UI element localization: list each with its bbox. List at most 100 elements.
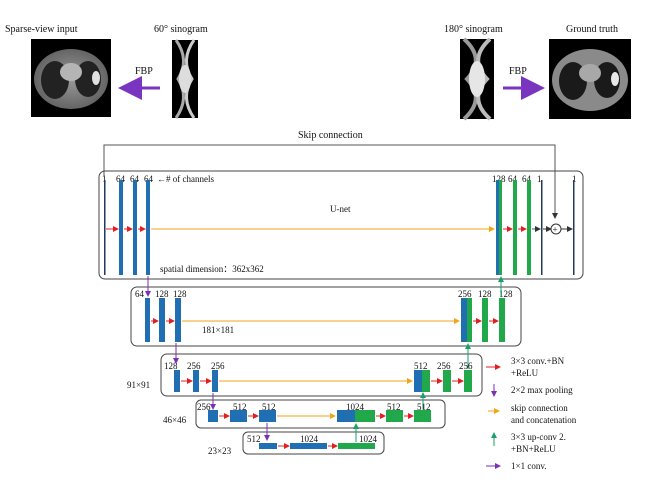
l3-block-1 xyxy=(174,370,180,392)
legend-conv-line2: +ReLU xyxy=(511,368,539,378)
l4-ch-1: 512 xyxy=(233,402,247,412)
l4-ch-0: 256 xyxy=(197,402,211,412)
l5-block-2 xyxy=(290,443,327,449)
l1-ch-3: 64 xyxy=(144,174,154,184)
l2-block-3 xyxy=(175,298,181,342)
l3-rch-0: 512 xyxy=(414,361,428,371)
legend-pool: 2×2 max pooling xyxy=(491,384,573,397)
channels-note: ←# of channels xyxy=(157,174,214,184)
l1-block-2 xyxy=(133,180,137,275)
level-5-frame xyxy=(242,431,385,455)
sino180-image xyxy=(460,37,494,121)
level-1-frame xyxy=(98,170,584,280)
sino60-panel: 60° sinogram xyxy=(154,24,208,119)
l2-rch-2: 128 xyxy=(499,289,513,299)
l4-up-block-green xyxy=(355,410,375,422)
l5-dimension: 23×23 xyxy=(208,446,232,456)
sino180-label: 180° sinogram xyxy=(444,24,503,35)
ground-truth-label: Ground truth xyxy=(566,24,618,35)
legend-upconv: 3×3 up-conv 2. +BN+ReLU xyxy=(491,432,566,454)
l1-up-block-green xyxy=(499,180,502,275)
l1-output-block xyxy=(541,180,543,275)
l3-ch-0: 128 xyxy=(164,361,178,371)
sparse-view-ct-image xyxy=(31,39,111,117)
l3-up-block-blue xyxy=(414,370,422,392)
fbp-left-label: FBP xyxy=(135,66,153,77)
l2-dimension: 181×181 xyxy=(202,325,234,335)
fbp-right: FBP xyxy=(503,66,545,100)
l2-up-block-green xyxy=(467,298,472,342)
l5-ch-0: 512 xyxy=(247,434,261,444)
l4-rch-0: 1024 xyxy=(346,402,365,412)
level-2: 64 128 128 181×181 256 128 128 xyxy=(130,276,522,347)
legend-1x1-text: 1×1 conv. xyxy=(511,461,547,471)
level-1: 1 64 64 64 ←# of channels U-net spatial … xyxy=(98,170,584,280)
skip-connection-label: Skip connection xyxy=(298,130,363,141)
l1-dec-block-1 xyxy=(513,180,517,275)
l4-block-3 xyxy=(259,410,276,422)
l4-ch-2: 512 xyxy=(262,402,276,412)
sparse-view-input-panel: Sparse-view input xyxy=(5,24,111,117)
l1-ch-1: 64 xyxy=(116,174,126,184)
l3-block-3 xyxy=(212,370,218,392)
l2-block-1 xyxy=(145,298,150,342)
l2-ch-0: 64 xyxy=(135,289,145,299)
l1-ch-2: 64 xyxy=(130,174,140,184)
l2-block-2 xyxy=(159,298,165,342)
level-4-frame xyxy=(195,399,446,429)
legend: 3×3 conv.+BN +ReLU 2×2 max pooling skip … xyxy=(486,356,577,471)
legend-skip-line2: and concatenation xyxy=(511,415,577,425)
l4-dec-block-1 xyxy=(386,410,403,422)
l4-rch-1: 512 xyxy=(387,402,401,412)
l3-dec-block-2 xyxy=(464,370,472,392)
l5-block-1 xyxy=(259,443,277,449)
l2-rch-0: 256 xyxy=(458,289,472,299)
legend-conv-line1: 3×3 conv.+BN xyxy=(511,356,565,366)
l2-dec-block-2 xyxy=(499,298,505,342)
level-3-frame xyxy=(160,353,483,397)
l4-dec-block-2 xyxy=(414,410,431,422)
sparse-view-input-label: Sparse-view input xyxy=(5,24,78,35)
l3-rch-2: 256 xyxy=(459,361,473,371)
l2-dec-block-1 xyxy=(482,298,488,342)
level-4: 46×46 256 512 512 1024 512 512 xyxy=(163,392,446,429)
l3-block-2 xyxy=(193,370,199,392)
l2-ch-2: 128 xyxy=(173,289,187,299)
fbp-right-label: FBP xyxy=(509,66,527,77)
ground-truth-ct-image xyxy=(549,39,631,119)
l3-dimension: 91×91 xyxy=(127,380,150,390)
plus-sign: + xyxy=(553,225,558,235)
l1-up-block-blue xyxy=(496,180,499,275)
sino60-image xyxy=(172,39,198,119)
l3-ch-1: 256 xyxy=(187,361,201,371)
l5-block-3 xyxy=(338,443,375,449)
legend-upconv-line1: 3×3 up-conv 2. xyxy=(511,432,566,442)
l1-rch-4: 1 xyxy=(572,174,577,184)
l1-rch-3: 1 xyxy=(537,174,542,184)
l5-ch-1: 1024 xyxy=(300,434,319,444)
l4-rch-2: 512 xyxy=(417,402,431,412)
l1-dec-block-2 xyxy=(527,180,531,275)
l3-dec-block-1 xyxy=(443,370,451,392)
l1-final-output-block xyxy=(573,180,575,275)
l1-block-1 xyxy=(119,180,123,275)
skip-connection-path xyxy=(103,144,558,219)
l4-dimension: 46×46 xyxy=(163,415,187,425)
level-5: 23×23 512 1024 1024 xyxy=(208,423,385,456)
l2-rch-1: 128 xyxy=(478,289,492,299)
level-2-frame xyxy=(130,286,522,347)
legend-pool-text: 2×2 max pooling xyxy=(511,385,573,395)
l4-up-block-blue xyxy=(337,410,355,422)
l1-rch-1: 64 xyxy=(508,174,518,184)
legend-1x1: 1×1 conv. xyxy=(486,461,547,471)
l3-up-block-green xyxy=(422,370,430,392)
l4-block-1 xyxy=(208,410,218,422)
l1-rch-0: 128 xyxy=(492,174,506,184)
unet-title: U-net xyxy=(330,204,351,214)
l1-block-3 xyxy=(146,180,150,275)
l3-rch-1: 256 xyxy=(437,361,451,371)
sino180-panel: 180° sinogram xyxy=(444,24,503,121)
legend-upconv-line2: +BN+ReLU xyxy=(511,444,556,454)
l1-ch-0: 1 xyxy=(102,174,107,184)
